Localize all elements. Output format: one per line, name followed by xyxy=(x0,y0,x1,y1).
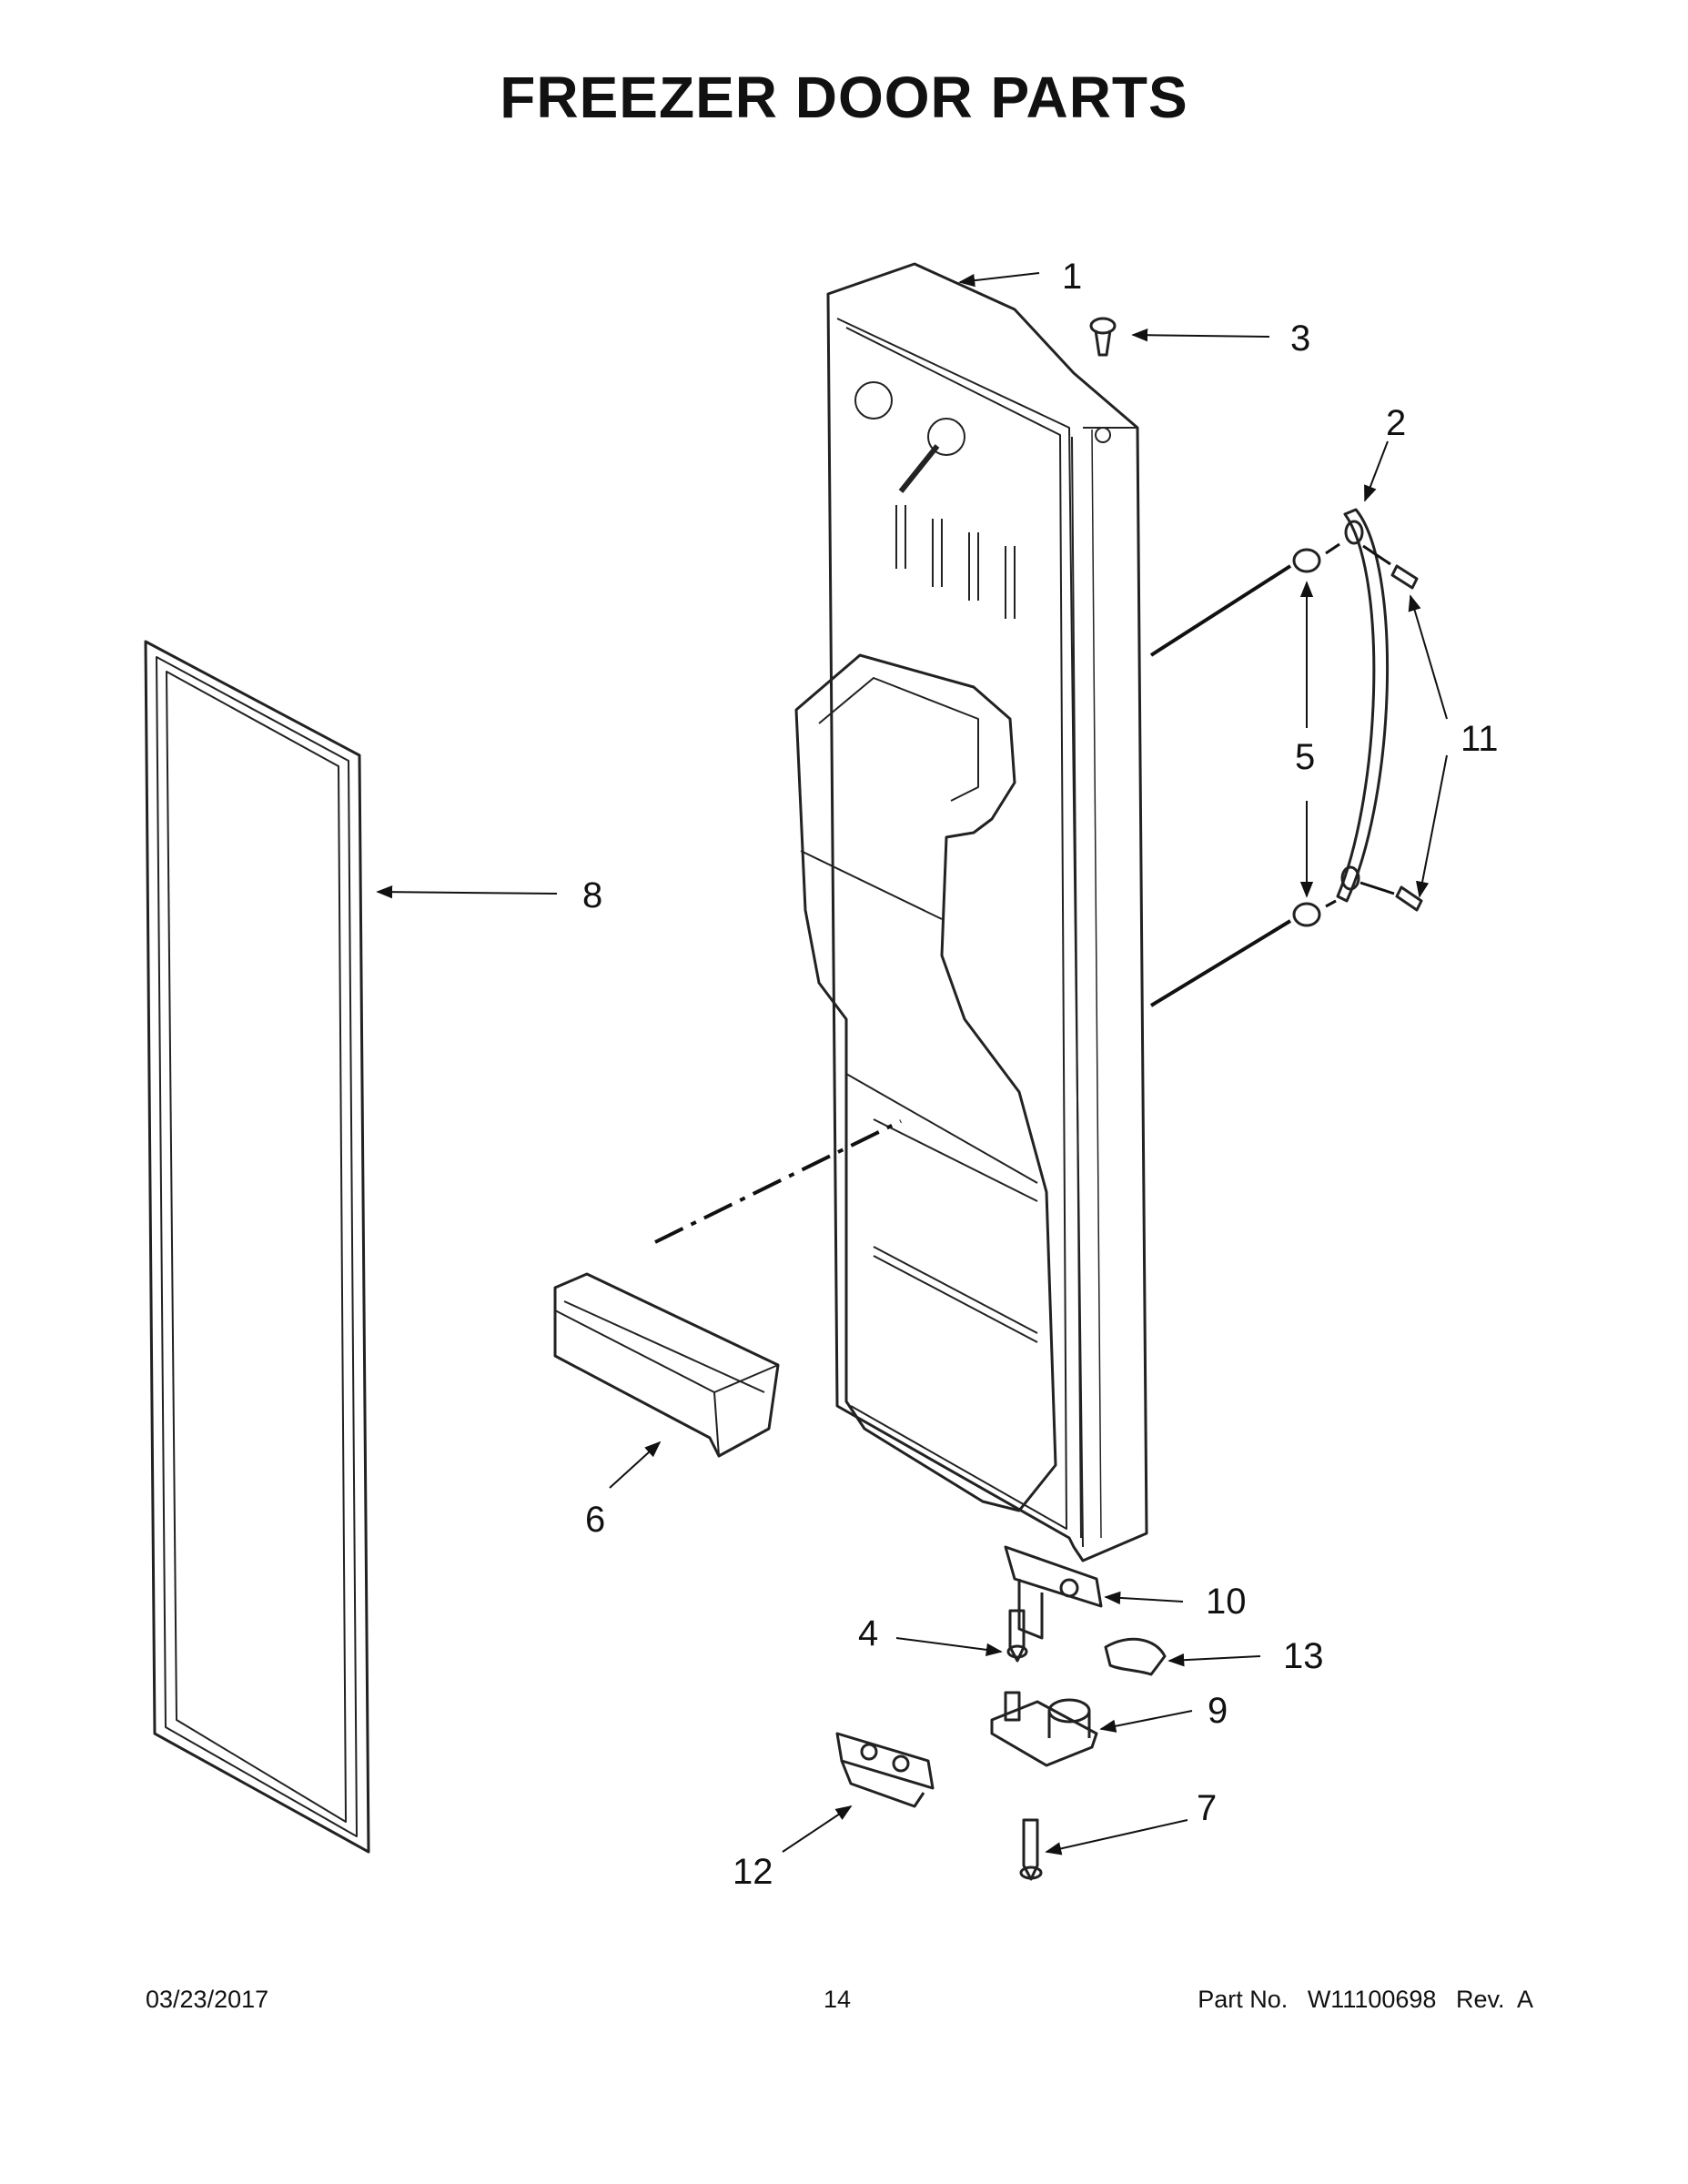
part-number-label: Part No. xyxy=(1198,1986,1289,2013)
callout-12: 12 xyxy=(733,1852,773,1892)
part-number: W11100698 xyxy=(1307,1986,1437,2013)
door-bin-part xyxy=(553,1272,780,1458)
freezer-door-assembly-part xyxy=(794,262,1148,1562)
callout-6: 6 xyxy=(585,1500,605,1540)
callout-1: 1 xyxy=(1062,257,1082,297)
footer-page-number: 14 xyxy=(824,1986,852,2013)
callout-5: 5 xyxy=(1295,737,1315,777)
handle-screw-part xyxy=(1390,564,1423,912)
callout-11: 11 xyxy=(1461,719,1499,759)
callout-labels: 1 2 3 4 5 6 7 8 9 10 11 12 13 xyxy=(582,257,1499,1892)
footer-part-info: Part No. W11100698 Rev. A xyxy=(1185,1986,1533,2014)
door-gasket-part xyxy=(144,640,370,1854)
screw-part-3 xyxy=(1089,317,1117,357)
callout-10: 10 xyxy=(1206,1582,1247,1622)
page-title: FREEZER DOOR PARTS xyxy=(500,65,1188,130)
footer-date: 03/23/2017 xyxy=(146,1986,269,2013)
door-handle-part xyxy=(1336,508,1390,903)
leader-lines xyxy=(376,272,1448,1855)
callout-2: 2 xyxy=(1386,403,1406,443)
clip-part-13 xyxy=(1104,1637,1167,1676)
revision-value: A xyxy=(1516,1986,1533,2013)
screw-part-7 xyxy=(1019,1818,1043,1881)
hinge-part-9 xyxy=(990,1691,1098,1767)
callout-4: 4 xyxy=(858,1613,878,1653)
hinge-bracket-part-10 xyxy=(1004,1545,1103,1640)
revision-label: Rev. xyxy=(1455,1986,1505,2013)
callout-9: 9 xyxy=(1208,1691,1228,1731)
bracket-part-12 xyxy=(835,1732,935,1808)
bushing-part xyxy=(1292,548,1321,927)
screw-part-4 xyxy=(1006,1609,1028,1663)
callout-8: 8 xyxy=(582,875,602,915)
callout-7: 7 xyxy=(1197,1788,1217,1828)
callout-13: 13 xyxy=(1283,1636,1324,1676)
callout-3: 3 xyxy=(1290,318,1310,359)
